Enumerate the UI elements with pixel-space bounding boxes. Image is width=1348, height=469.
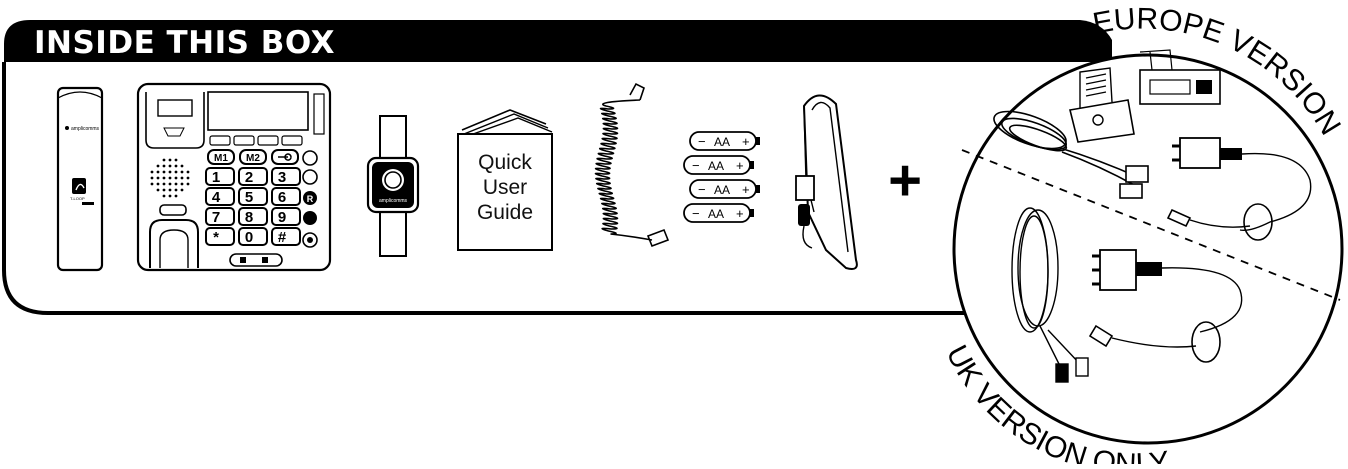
dial-key-label: 8 [245,209,253,226]
contents-panel [2,20,1112,315]
dial-key [238,227,268,246]
guide-line-2: User [482,176,528,199]
memory-key-m1 [207,149,235,165]
uk-line-cable [1011,207,1089,383]
dial-key [238,187,268,206]
dial-key-label: 2 [245,169,253,186]
uk-power-adapter [1088,249,1243,363]
dial-key [205,187,235,206]
handset-badge: T-LOOP [70,196,85,201]
battery-plus: + [736,206,744,221]
dial-key-label: 9 [278,209,286,226]
pendant-brand: amplicomms [379,198,408,204]
guide-cover-text: Quick User Guide [459,150,551,225]
dial-key [271,227,301,246]
handset-brand: amplicomms [71,126,100,132]
europe-adapters [1069,49,1221,143]
battery-plus: + [742,182,750,197]
dial-keypad: 1 2 3 4 5 6 7 8 9 * 0 # [205,167,301,246]
europe-line-cable [993,110,1149,199]
regional-variants-circle: EUROPE VERSION UK VERSION ONLY [940,2,1347,469]
dial-key-label: * [213,229,219,246]
dial-key [238,167,268,186]
battery-label: AA [714,135,730,149]
desk-phone-illustration: M1 M2 1 2 3 4 5 6 7 8 9 * 0 # R [136,82,332,272]
battery-minus: − [692,206,700,221]
dial-key-label: 6 [278,189,286,206]
battery-minus: − [692,158,700,173]
dial-key-label: 1 [212,169,220,186]
dial-key-label: # [278,229,287,246]
dial-key-label: 5 [245,189,253,206]
guide-line-3: Guide [476,201,534,224]
recall-key-label: R [307,194,314,204]
lanyard-illustration [795,94,858,270]
dial-key [271,187,301,206]
europe-power-adapter [1166,137,1312,241]
plus-sign: + [888,148,922,213]
coiled-handset-cord-illustration [594,82,670,248]
battery-minus: − [698,134,706,149]
dial-key [238,207,268,226]
variant-divider [961,149,1341,301]
dial-key [205,167,235,186]
inside-box-title: INSIDE THIS BOX [34,25,336,61]
battery-label: AA [714,183,730,197]
cordless-handset-illustration: amplicomms T-LOOP [56,86,104,272]
quick-user-guide-illustration [457,109,553,251]
battery-label: AA [708,207,724,221]
speaker-grille [150,158,190,198]
dial-key [271,167,301,186]
memory-key-m1-label: M1 [214,153,228,164]
guide-line-1: Quick [478,151,532,174]
hearing-loop-icon [72,178,86,194]
dial-key-label: 7 [212,209,220,226]
header-bar [4,20,1112,62]
memory-key-m2-label: M2 [246,153,260,164]
dial-key [271,207,301,226]
dial-key-label: 3 [278,169,286,186]
battery-plus: + [742,134,750,149]
dial-key-label: 0 [245,229,253,246]
dial-key-label: 4 [212,189,221,206]
battery-label: AA [708,159,724,173]
recall-key [303,191,317,205]
dial-key [205,227,235,246]
battery-plus: + [736,158,744,173]
batteries-illustration: −AA+−AA+−AA+−AA+ [683,131,760,223]
battery-minus: − [698,182,706,197]
dial-key [205,207,235,226]
memory-key-m2 [239,149,267,165]
pendant-alarm-illustration: amplicomms [366,115,420,257]
